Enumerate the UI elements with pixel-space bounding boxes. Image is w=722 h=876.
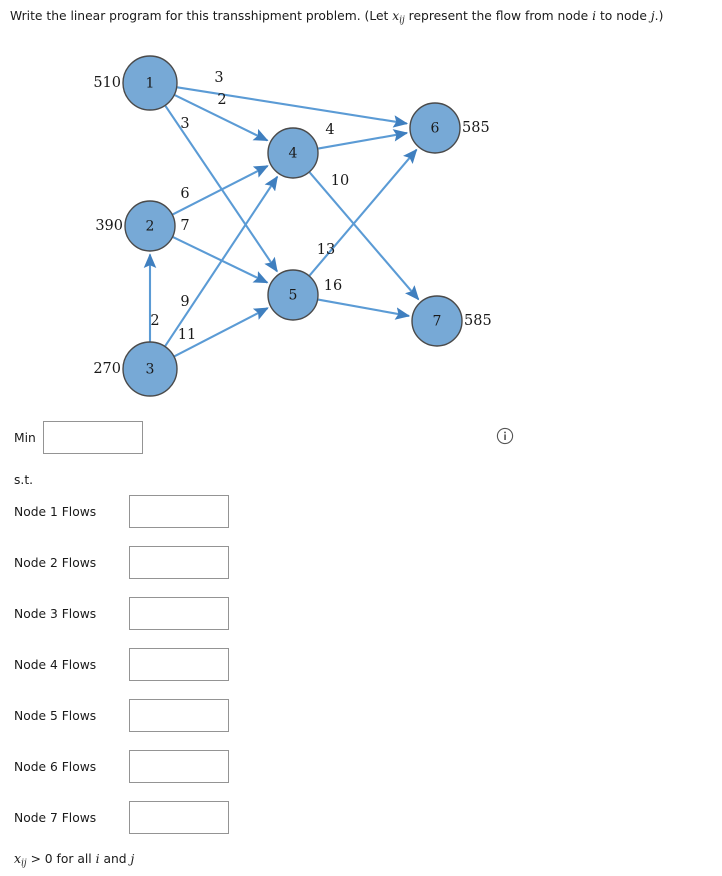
node-label-4: 4 (289, 146, 298, 162)
edge-cost-1-4: 2 (217, 92, 226, 108)
node-circle-6 (409, 102, 461, 154)
nonneg-variable-x: x (14, 851, 22, 866)
node-circle-3 (122, 341, 178, 397)
constraint-label: Node 5 Flows (14, 709, 97, 723)
node-supply-3: 270 (93, 361, 121, 377)
question-suffix: .) (654, 9, 664, 23)
question-variable-x: x (392, 9, 400, 23)
node-label-5: 5 (289, 288, 298, 304)
edge-4-to-6 (317, 129, 409, 150)
edge-1-to-4 (174, 94, 269, 142)
node-supply-6: 585 (462, 120, 490, 136)
node-circle-2 (124, 200, 176, 252)
node-6: 6 585 (409, 102, 490, 154)
question-variable-subscript: ij (399, 15, 405, 26)
constraint-label: Node 7 Flows (14, 811, 97, 825)
node-supply-1: 510 (93, 75, 121, 91)
edge-cost-2-4: 6 (180, 186, 189, 202)
constraint-input[interactable] (129, 546, 229, 579)
node-circle-1 (122, 55, 178, 111)
question-middle2: to node (596, 9, 651, 23)
nonneg-text: > 0 for all (26, 852, 96, 866)
node-circle-5 (267, 269, 319, 321)
node-circle-7 (411, 295, 463, 347)
question-index-i: i (592, 9, 597, 23)
node-3: 3 270 (93, 341, 178, 397)
edge-cost-3-2: 2 (150, 313, 159, 329)
node-7: 7 585 (411, 295, 492, 347)
objective-function-input[interactable] (43, 421, 143, 454)
constraint-input[interactable] (129, 597, 229, 630)
edge-cost-4-6: 4 (325, 122, 334, 138)
edge-1-to-6 (176, 86, 409, 128)
nonneg-conjunction: and (99, 852, 131, 866)
node-4: 4 (267, 127, 319, 179)
info-circle-icon[interactable] (496, 427, 514, 445)
edge-cost-labels-layer: 3 2 3 6 7 2 9 11 4 10 13 16 (150, 70, 349, 343)
nonneg-index-j: j (130, 852, 135, 866)
node-5: 5 (267, 269, 319, 321)
node-label-6: 6 (431, 121, 440, 137)
edge-5-to-6 (308, 148, 418, 277)
subject-to-label: s.t. (14, 473, 34, 487)
constraint-label: Node 3 Flows (14, 607, 97, 621)
constraint-label: Node 6 Flows (14, 760, 97, 774)
edge-cost-3-4: 9 (180, 294, 189, 310)
constraint-input[interactable] (129, 801, 229, 834)
node-2: 2 390 (95, 200, 176, 252)
constraint-input[interactable] (129, 750, 229, 783)
constraint-input[interactable] (129, 699, 229, 732)
question-prefix: Write the linear program for this transs… (10, 9, 393, 23)
min-label: Min (14, 431, 36, 445)
edge-3-to-5 (173, 307, 269, 358)
constraint-label: Node 1 Flows (14, 505, 97, 519)
edge-4-to-7 (308, 171, 420, 301)
node-label-3: 3 (146, 362, 155, 378)
constraint-input[interactable] (129, 648, 229, 681)
node-supply-2: 390 (95, 218, 123, 234)
question-prompt: Write the linear program for this transs… (10, 8, 716, 28)
edge-cost-5-6: 13 (317, 242, 335, 258)
nonneg-variable-subscript: ij (21, 858, 27, 869)
question-middle: represent the flow from node (404, 9, 593, 23)
edge-cost-1-5: 3 (180, 116, 189, 132)
edges-layer (143, 86, 420, 358)
edge-cost-2-5: 7 (180, 218, 189, 234)
question-index-j: j (650, 9, 655, 23)
nonnegativity-constraint: xij > 0 for all i and j (14, 851, 134, 868)
constraint-label: Node 2 Flows (14, 556, 97, 570)
info-circle-glyph (496, 427, 514, 445)
edge-5-to-7 (317, 298, 411, 320)
edge-2-to-5 (172, 236, 269, 284)
nonneg-index-i: i (95, 852, 100, 866)
constraint-input[interactable] (129, 495, 229, 528)
edge-cost-1-6: 3 (214, 70, 223, 86)
node-circle-4 (267, 127, 319, 179)
edge-2-to-4 (172, 165, 269, 216)
edge-3-to-4 (164, 175, 279, 347)
constraint-label: Node 4 Flows (14, 658, 97, 672)
node-label-2: 2 (146, 219, 155, 235)
node-label-1: 1 (146, 76, 155, 92)
edge-cost-3-5: 11 (178, 327, 196, 343)
node-label-7: 7 (433, 314, 442, 330)
node-supply-7: 585 (464, 313, 492, 329)
edge-cost-4-7: 10 (331, 173, 349, 189)
edge-cost-5-7: 16 (324, 278, 342, 294)
